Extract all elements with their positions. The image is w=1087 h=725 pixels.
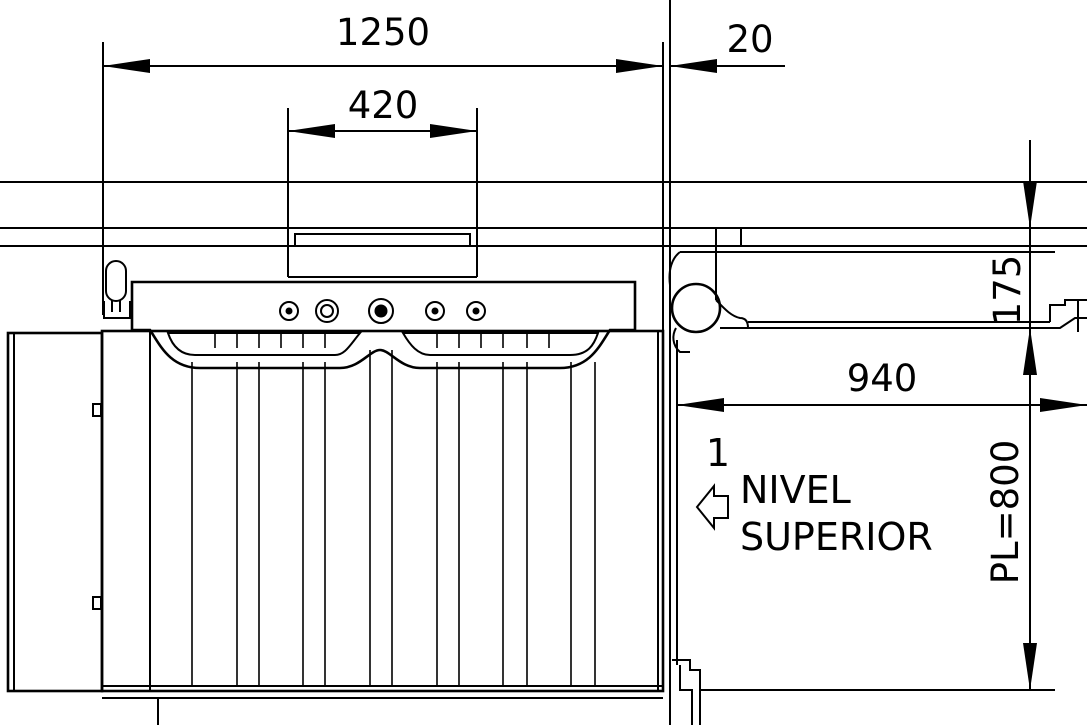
dimension-overall-width: 1250 <box>103 11 663 73</box>
control-top <box>130 280 637 370</box>
level-number: 1 <box>706 431 730 475</box>
top-box <box>287 108 478 278</box>
dimension-label-175: 175 <box>986 255 1029 326</box>
knob-icon <box>368 298 394 324</box>
slab-lines <box>0 181 1087 332</box>
control-knobs <box>279 298 486 324</box>
knob-icon <box>425 301 445 321</box>
level-line2: SUPERIOR <box>740 515 933 559</box>
arrow-left-icon <box>695 483 729 531</box>
dimension-top-box: 420 <box>288 84 477 138</box>
level-line1: NIVEL <box>740 468 851 512</box>
left-handle <box>103 260 131 319</box>
dimension-platform-height: PL=800 <box>984 328 1037 690</box>
dimension-label-1250: 1250 <box>336 11 430 54</box>
cabinet-body <box>100 329 665 693</box>
bottom-clip <box>102 659 1055 725</box>
dimension-label-420: 420 <box>348 84 419 127</box>
dimension-label-pl: PL=800 <box>984 440 1027 585</box>
knob-icon <box>279 301 299 321</box>
dimension-label-20: 20 <box>726 18 773 61</box>
left-side-panel <box>6 331 104 693</box>
dimension-label-940: 940 <box>847 357 918 400</box>
dimension-gap: 20 <box>670 18 785 73</box>
knob-icon <box>315 299 339 323</box>
level-marker: 1 NIVEL SUPERIOR <box>695 431 933 559</box>
roller-hinge <box>668 251 750 353</box>
dimension-clear-width: 940 <box>677 357 1087 412</box>
knob-icon <box>466 301 486 321</box>
